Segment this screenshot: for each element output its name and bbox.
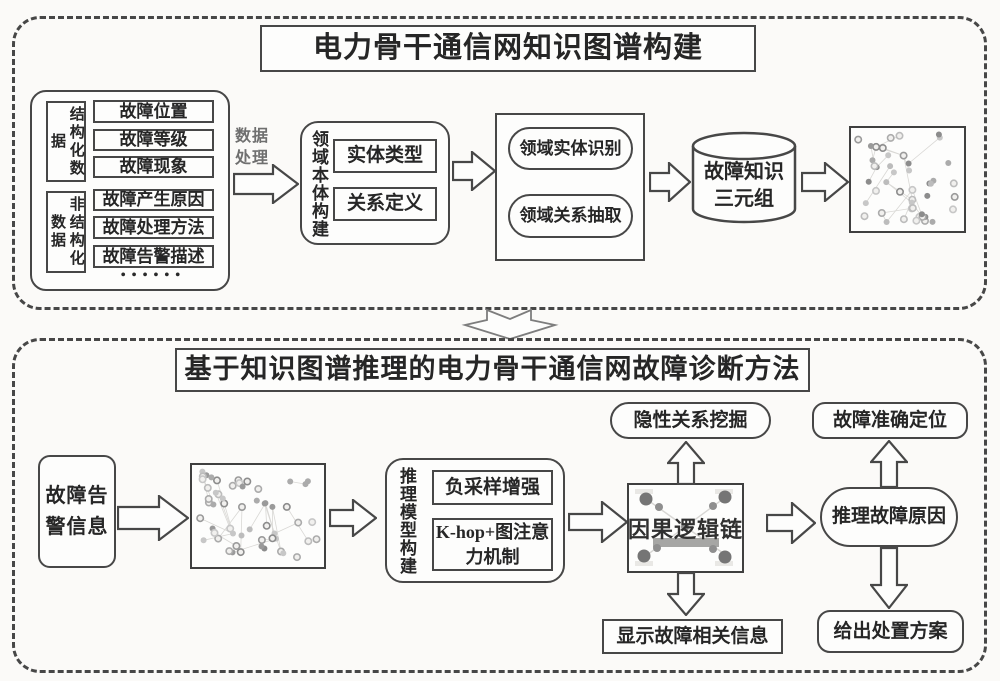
fault-diagnosis-title: 基于知识图谱推理的电力骨干通信网故障诊断方法 [175, 348, 810, 392]
data-item-label: 故障位置 [119, 101, 188, 121]
arrow-cause-to-solution [868, 546, 910, 610]
kg-construction-title: 电力骨干通信网知识图谱构建 [260, 25, 756, 72]
data-item-label: 故障等级 [119, 130, 188, 150]
knowledge-graph-image [849, 126, 966, 233]
structured-data-box: 结构化数据 [46, 101, 86, 182]
relation-definition-label: 关系定义 [346, 193, 423, 215]
arrow-source-to-ontology [232, 162, 300, 206]
data-item-fault-phenomenon: 故障现象 [93, 156, 214, 178]
structured-data-label: 结构化数据 [49, 105, 84, 178]
entity-recognition-label: 领域实体识别 [519, 138, 622, 158]
khop-attention-label: K-hop+图注意力机制 [435, 522, 550, 567]
khop-attention-box: K-hop+图注意力机制 [432, 518, 553, 571]
arrow-ontology-to-extraction [451, 149, 497, 193]
data-item-fault-level: 故障等级 [93, 129, 214, 151]
arrow-alarm-to-graph [116, 493, 190, 543]
unstructured-data-label: 非结构化数据 [49, 196, 84, 268]
data-item-fault-alarm-desc: 故障告警描述 [93, 245, 214, 268]
triple-database-label: 故障知识 三元组 [690, 156, 798, 216]
arrow-triples-to-graph [800, 160, 850, 204]
panel-transition-chevron-icon [460, 308, 560, 341]
relation-extraction-label: 领域关系抽取 [519, 206, 622, 226]
data-item-fault-cause: 故障产生原因 [93, 189, 214, 211]
fault-diagnosis-title-text: 基于知识图谱推理的电力骨干通信网故障诊断方法 [184, 354, 801, 385]
fault-diagnosis-panel [12, 338, 987, 673]
fault-locate-box: 故障准确定位 [812, 402, 968, 439]
fault-locate-label: 故障准确定位 [832, 409, 947, 431]
fault-alarm-info-label: 故障告警信息 [45, 484, 109, 538]
show-fault-info-label: 显示故障相关信息 [616, 625, 769, 647]
arrow-cause-to-locate [868, 439, 910, 489]
triple-database-cylinder [690, 130, 798, 225]
ellipsis-dots: •••••• [120, 268, 187, 283]
fault-alarm-info-box: 故障告警信息 [38, 455, 116, 568]
data-item-label: 故障产生原因 [102, 190, 205, 210]
entity-type-label: 实体类型 [346, 145, 423, 167]
triple-label-line1: 故障知识 [704, 161, 784, 183]
relation-definition-box: 关系定义 [333, 187, 437, 221]
show-fault-info-box: 显示故障相关信息 [602, 619, 783, 654]
reasoning-model-label: 推理模型构建 [397, 467, 416, 575]
arrow-extraction-to-triples [648, 160, 692, 204]
data-item-fault-handling: 故障处理方法 [93, 216, 214, 239]
relation-extraction-stadium: 领域关系抽取 [508, 194, 633, 238]
negative-sampling-label: 负采样增强 [444, 476, 540, 498]
arrow-causal-to-info [665, 571, 707, 617]
arrow-causal-to-mining [665, 440, 707, 486]
arrow-graph-to-model [328, 497, 378, 539]
data-item-label: 故障告警描述 [102, 246, 205, 266]
causal-chain-graph [635, 489, 733, 566]
fault-graph-image [190, 463, 326, 569]
ontology-construction-label: 领域本体构建 [309, 129, 328, 238]
entity-recognition-stadium: 领域实体识别 [508, 127, 633, 170]
infer-cause-label: 推理故障原因 [831, 506, 946, 528]
data-process-label: 数据处理 [234, 128, 269, 167]
unstructured-data-box: 非结构化数据 [46, 191, 86, 273]
give-solution-label: 给出处置方案 [833, 620, 948, 642]
give-solution-box: 给出处置方案 [817, 610, 964, 653]
data-item-fault-location: 故障位置 [93, 100, 214, 123]
entity-type-box: 实体类型 [333, 139, 437, 173]
negative-sampling-box: 负采样增强 [432, 470, 553, 505]
infer-cause-stadium: 推理故障原因 [820, 487, 958, 547]
triple-label-line2: 三元组 [714, 188, 774, 210]
implicit-mining-stadium: 隐性关系挖掘 [610, 402, 771, 439]
kg-construction-title-text: 电力骨干通信网知识图谱构建 [312, 32, 703, 65]
arrow-model-to-causal [567, 499, 629, 545]
data-item-label: 故障现象 [119, 157, 188, 177]
kg-construction-panel [12, 16, 987, 310]
implicit-mining-label: 隐性关系挖掘 [633, 409, 748, 431]
data-item-label: 故障处理方法 [102, 217, 205, 237]
causal-chain-text: 因果逻辑链 [627, 517, 743, 542]
arrow-causal-to-cause [765, 500, 817, 546]
causal-chain-label: 因果逻辑链 [627, 483, 744, 573]
